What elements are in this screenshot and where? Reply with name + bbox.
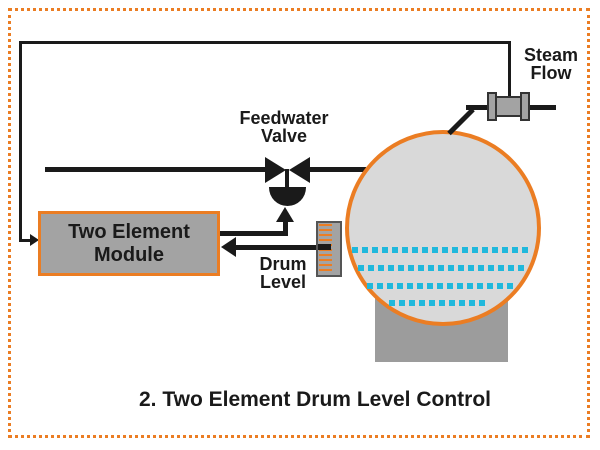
valve-stem xyxy=(285,169,289,189)
steam-flow-label-line1: Steam xyxy=(523,45,579,65)
valve-body-right-icon xyxy=(289,157,310,183)
two-element-module-box: Two Element Module xyxy=(38,211,220,276)
steam-signal-line-top xyxy=(19,41,511,44)
steam-signal-line-drop xyxy=(508,41,511,97)
valve-signal-arrow-icon xyxy=(276,207,294,222)
figure-caption: 2. Two Element Drum Level Control xyxy=(139,388,491,411)
valve-body-left-icon xyxy=(265,157,286,183)
dotted-frame xyxy=(8,8,590,438)
water-level-row xyxy=(358,265,525,271)
module-output-riser xyxy=(283,221,288,236)
drum-level-line xyxy=(234,245,317,250)
steam-pipe-right xyxy=(528,105,556,110)
module-label-line2: Module xyxy=(94,243,164,266)
flow-element-flange-right-icon xyxy=(520,92,530,121)
module-input-arrow-icon xyxy=(30,234,39,246)
water-level-row xyxy=(367,283,514,289)
feedwater-pipe-right xyxy=(308,167,366,172)
steam-signal-line-left xyxy=(19,41,22,242)
flow-element-flange-left-icon xyxy=(487,92,497,121)
steam-flow-label: Steam Flow xyxy=(509,46,593,82)
drum-level-label: Drum Level xyxy=(243,255,323,291)
drum-level-label-line2: Level xyxy=(259,272,307,292)
drum-level-arrow-icon xyxy=(221,237,236,257)
feedwater-valve-label: Feedwater Valve xyxy=(214,109,354,145)
steam-signal-line-stub xyxy=(19,239,32,242)
water-level-row xyxy=(389,300,488,306)
level-sensor-mark-icon xyxy=(318,244,331,250)
module-label-line1: Two Element xyxy=(68,220,190,243)
water-level-row xyxy=(352,247,530,253)
module-output-line xyxy=(220,231,288,236)
feedwater-pipe-left xyxy=(45,167,267,172)
feedwater-valve-label-line2: Valve xyxy=(260,126,308,146)
steam-pipe-left xyxy=(466,105,492,110)
flow-element-body-icon xyxy=(494,96,523,117)
valve-actuator-icon xyxy=(269,187,306,206)
boiler-drum xyxy=(345,130,541,326)
drum-level-label-line1: Drum xyxy=(259,254,307,274)
steam-flow-label-line2: Flow xyxy=(530,63,572,83)
feedwater-valve-label-line1: Feedwater xyxy=(239,108,329,128)
